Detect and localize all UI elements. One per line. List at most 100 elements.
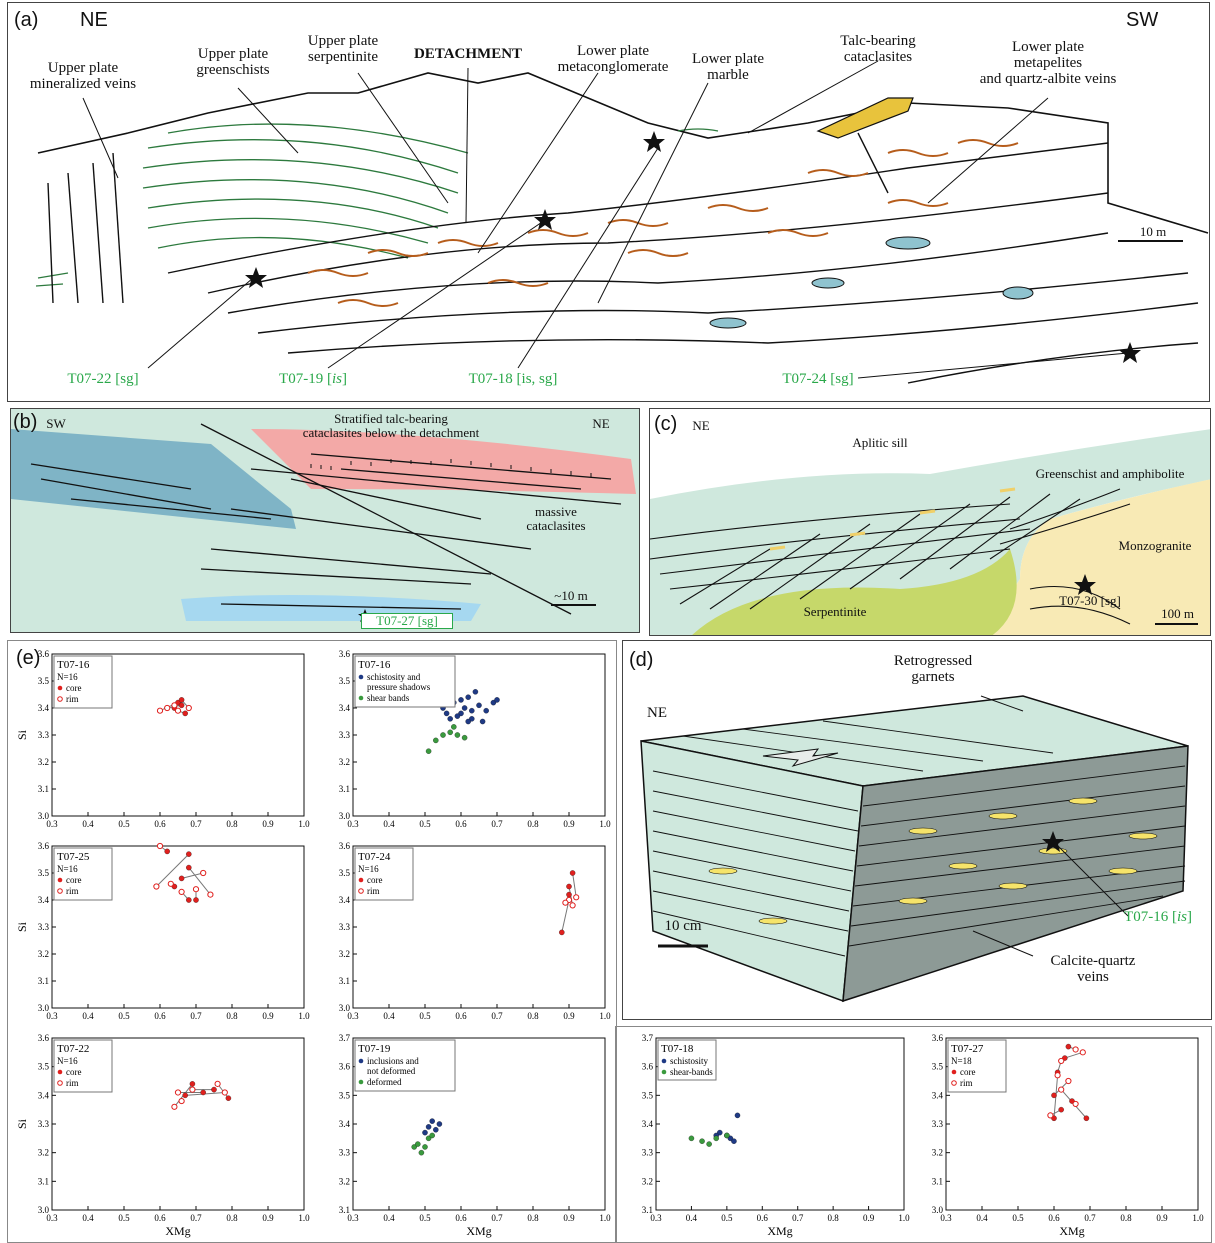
panel-c-label: (c)	[654, 413, 678, 435]
tie-line	[181, 872, 204, 879]
x-tick-label: 0.4	[82, 1213, 94, 1223]
y-tick-label: 3.2	[38, 949, 49, 959]
legend-label: core	[66, 1067, 82, 1077]
panel-c: (c) NE Aplitic sill Greenschist and amph…	[649, 408, 1211, 636]
x-tick-label: 0.4	[82, 1011, 94, 1021]
x-tick-label: 0.6	[154, 819, 166, 829]
panel-d-ne: NE	[647, 705, 667, 721]
data-point	[186, 864, 192, 871]
legend-box	[53, 847, 113, 901]
panel-c-sketch	[650, 429, 1210, 635]
data-point	[465, 718, 471, 725]
data-point	[174, 1089, 182, 1096]
data-point	[1058, 1106, 1064, 1113]
tie-line	[1064, 1051, 1083, 1059]
legend-label: deformed	[367, 1077, 402, 1087]
x-tick-label: 1.0	[599, 819, 611, 829]
data-point	[461, 705, 468, 711]
data-point	[1072, 1046, 1079, 1053]
panel-a-label: (a)	[14, 9, 39, 31]
x-tick-label: 0.7	[190, 1213, 202, 1223]
sample-t07-22: T07-22 [sg]	[67, 371, 139, 387]
label-upper-green: Upper plate greenschists	[196, 46, 270, 78]
data-point	[1072, 1100, 1079, 1108]
legend-box	[354, 1039, 456, 1092]
data-point	[433, 737, 439, 744]
legend-marker	[358, 1058, 364, 1064]
sample-t07-18: T07-18 [is, sg]	[468, 371, 558, 387]
data-point	[156, 842, 164, 850]
y-tick-label: 3.5	[38, 676, 50, 686]
data-point	[699, 1138, 705, 1144]
x-tick-label: 0.4	[686, 1213, 698, 1223]
legend-marker	[358, 888, 364, 894]
panel-c-green: Greenschist and amphibolite	[1035, 466, 1185, 481]
tie-line	[572, 872, 577, 898]
data-point	[436, 1121, 443, 1127]
chart-title: T07-24	[358, 851, 391, 863]
x-tick-label: 0.6	[1048, 1213, 1060, 1223]
panel-a-sw: SW	[1126, 9, 1159, 31]
data-point	[469, 707, 475, 714]
x-tick-label: 0.8	[828, 1213, 840, 1223]
x-tick-label: 0.8	[226, 819, 238, 829]
panel-c-ne: NE	[692, 418, 710, 433]
data-point	[185, 704, 192, 712]
label-lower-pel: Lower plate metapelites and quartz-albit…	[979, 39, 1117, 87]
tie-line	[561, 899, 570, 933]
x-tick-label: 0.9	[262, 1011, 274, 1021]
x-tick-label: 0.3	[650, 1213, 662, 1223]
data-point	[225, 1095, 232, 1101]
x-tick-label: 0.6	[154, 1011, 166, 1021]
legend-label: core	[66, 875, 82, 885]
data-point	[153, 883, 160, 890]
legend-marker	[57, 685, 63, 691]
panel-b-ne: NE	[592, 416, 610, 431]
data-point	[429, 1132, 435, 1139]
y-tick-label: 3.1	[339, 976, 350, 986]
data-point	[559, 929, 565, 936]
legend-label: shear-bands	[670, 1067, 713, 1077]
data-point	[422, 1129, 428, 1136]
x-tick-label: 0.4	[383, 1011, 395, 1021]
panel-b-scale: ~10 m	[554, 588, 588, 603]
data-point	[186, 897, 192, 903]
y-axis-label: Si	[15, 921, 29, 932]
x-tick-label: 0.8	[527, 1213, 539, 1223]
x-tick-label: 0.5	[721, 1213, 733, 1223]
y-tick-label: 3.0	[38, 811, 50, 821]
data-point	[476, 702, 482, 709]
data-point	[411, 1144, 417, 1150]
legend-marker	[951, 1069, 957, 1075]
data-point	[174, 707, 182, 714]
x-tick-label: 0.7	[190, 1011, 202, 1021]
panel-d-retro: Retrogressed garnets	[893, 653, 973, 685]
x-tick-label: 0.7	[190, 819, 202, 829]
y-tick-label: 3.0	[339, 811, 351, 821]
data-point	[472, 689, 479, 695]
label-upper-veins: Upper plate mineralized veins	[29, 60, 137, 92]
data-point	[1054, 1072, 1061, 1079]
panel-d: (d) NE Retrogressed garnets 10 cm T07-16…	[622, 640, 1212, 1020]
x-tick-label: 0.6	[455, 819, 467, 829]
panel-a: (a) NE SW Upper plate mineralized veins …	[7, 2, 1210, 402]
x-tick-label: 0.5	[419, 819, 431, 829]
data-point	[171, 702, 178, 709]
data-point	[167, 880, 174, 887]
x-tick-label: 0.7	[491, 819, 503, 829]
data-point	[461, 734, 468, 741]
data-point	[454, 732, 461, 738]
tie-line	[188, 867, 211, 895]
y-axis-label: Si	[15, 729, 29, 740]
x-tick-label: 0.6	[757, 1213, 769, 1223]
legend-marker	[57, 888, 63, 894]
x-tick-label: 0.3	[940, 1213, 952, 1223]
y-tick-label: 3.2	[339, 1176, 350, 1186]
data-point	[425, 748, 432, 754]
y-tick-label: 3.2	[38, 1148, 49, 1158]
data-point	[731, 1138, 737, 1144]
data-point	[1065, 1043, 1072, 1050]
